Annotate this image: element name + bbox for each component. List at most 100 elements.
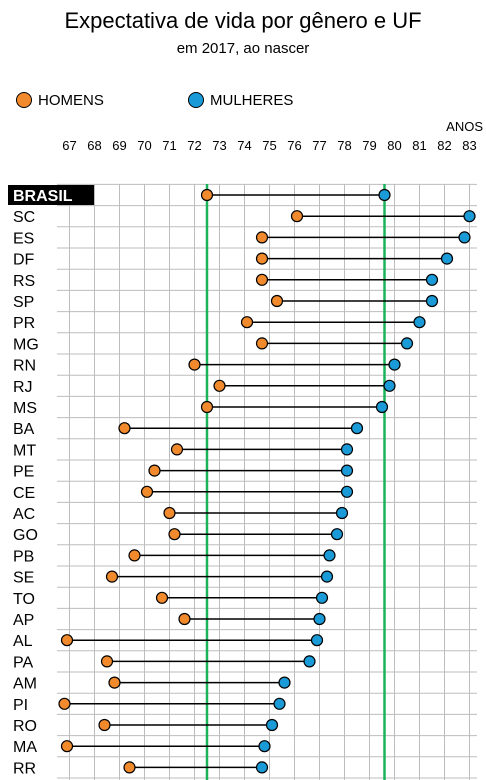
x-tick-label: 75 [262, 138, 276, 153]
legend-women-marker [188, 92, 204, 108]
point-women [320, 570, 334, 583]
point-women [258, 740, 271, 753]
point-women [278, 676, 291, 689]
x-axis-unit: ANOS [446, 119, 483, 134]
point-women [440, 252, 454, 265]
point-women [458, 231, 471, 244]
x-tick-label: 81 [412, 138, 426, 153]
point-women [425, 294, 439, 308]
point-men [128, 549, 141, 562]
point-women [330, 528, 344, 541]
legend-item-men: HOMENS [16, 90, 104, 110]
point-women [340, 464, 354, 477]
point-men [123, 761, 136, 774]
row-label: PB [13, 548, 34, 565]
x-tick-label: 79 [362, 138, 376, 153]
row-label: MS [13, 400, 37, 417]
row-label: DF [13, 252, 35, 269]
point-men [100, 655, 114, 668]
point-women [383, 379, 396, 392]
point-men [118, 422, 131, 435]
point-women [273, 697, 286, 710]
point-women [315, 591, 329, 604]
point-men [178, 612, 191, 626]
point-men [188, 358, 201, 371]
row-label: MG [13, 336, 39, 353]
point-women [310, 634, 324, 647]
row-label: PI [13, 697, 28, 714]
point-men [255, 337, 269, 350]
row-label: CE [13, 485, 35, 502]
row-label: PA [13, 654, 33, 671]
row-label: RS [13, 273, 35, 290]
x-tick-label: 80 [387, 138, 401, 153]
point-men [170, 443, 184, 456]
legend-men-label: HOMENS [38, 91, 104, 109]
row-label: AL [13, 633, 33, 650]
x-tick-label: 77 [312, 138, 326, 153]
point-men [163, 506, 176, 520]
row-label: MT [13, 442, 36, 459]
x-tick-label: 73 [212, 138, 226, 153]
point-women [340, 485, 354, 498]
brasil-label-bg [8, 185, 94, 205]
point-women [265, 718, 279, 732]
row-label: AM [13, 676, 37, 693]
point-women [388, 358, 401, 371]
point-women [375, 400, 389, 414]
x-tick-label: 70 [137, 138, 151, 153]
point-men [60, 634, 74, 647]
row-label: RN [13, 358, 36, 375]
point-women [463, 210, 476, 223]
row-label: SP [13, 294, 34, 311]
point-men [270, 294, 284, 308]
point-men [140, 485, 154, 498]
row-label: MA [13, 739, 37, 756]
legend-women-label: MULHERES [210, 91, 294, 109]
point-women [400, 337, 414, 350]
x-tick-label: 74 [237, 138, 251, 153]
point-women [303, 655, 316, 668]
point-men [255, 252, 269, 265]
x-tick-label: 83 [462, 138, 476, 153]
row-label: TO [13, 591, 35, 608]
point-men [155, 591, 169, 604]
point-men [98, 718, 111, 732]
x-tick-label: 72 [187, 138, 201, 153]
point-men [255, 273, 269, 286]
legend-item-women: MULHERES [188, 90, 293, 110]
point-women [425, 273, 439, 286]
point-men [240, 316, 254, 329]
point-men [200, 400, 214, 414]
point-men [148, 464, 161, 477]
row-label: GO [13, 527, 38, 544]
point-women [413, 316, 426, 329]
point-women [350, 422, 364, 435]
row-label: PR [13, 315, 35, 332]
row-label: PE [13, 464, 34, 481]
x-tick-label: 78 [337, 138, 351, 153]
point-men [168, 528, 181, 541]
row-label: SE [13, 570, 34, 587]
x-tick-label: 67 [62, 138, 76, 153]
point-women [323, 549, 336, 562]
chart-title: Expectativa de vida por gênero e UF [64, 8, 422, 33]
row-label: AP [13, 612, 34, 629]
x-tick-label: 69 [112, 138, 126, 153]
legend-men-marker [16, 92, 32, 108]
point-men [108, 676, 121, 689]
point-women [340, 443, 354, 456]
point-men [60, 740, 74, 753]
point-women [335, 506, 349, 520]
point-men [58, 697, 71, 710]
point-men [290, 210, 304, 223]
point-men [200, 188, 214, 202]
row-label: AC [13, 506, 35, 523]
point-women [313, 612, 326, 626]
point-men [255, 231, 269, 244]
x-tick-label: 82 [437, 138, 451, 153]
point-women [255, 761, 269, 774]
x-tick-label: 76 [287, 138, 301, 153]
point-men [105, 570, 119, 583]
